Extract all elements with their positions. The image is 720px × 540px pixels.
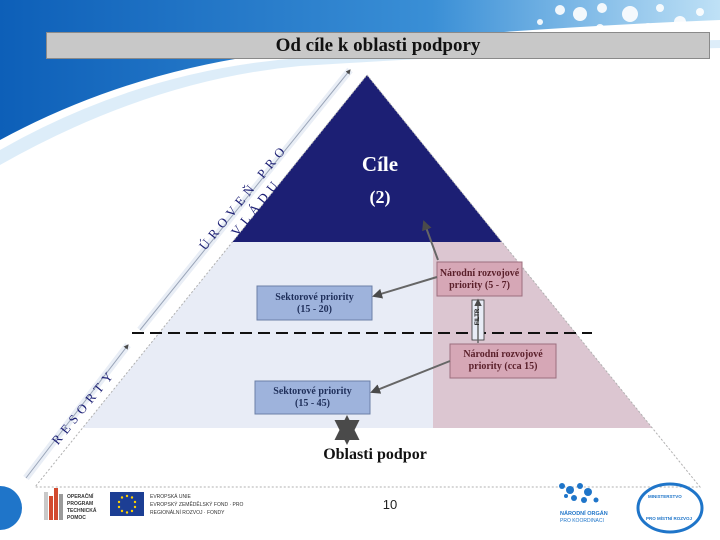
arrow-upper-right-to-goal [422, 220, 439, 261]
goal-label: Cíle [361, 152, 399, 176]
footer-decoration [0, 482, 704, 534]
op-logo-bars [44, 488, 63, 520]
lower-left-box-label-1: Sektorové priority [273, 386, 352, 397]
op-logo-text-4: POMOC [67, 515, 86, 521]
eu-text-2: EVROPSKÝ ZEMĚDĚLSKÝ FOND · PRO [150, 502, 244, 508]
op-logo-text-2: PROGRAM [67, 501, 94, 507]
arrow-upper-right-to-left [372, 276, 438, 299]
upper-left-box-label-1: Sektorové priority [275, 292, 354, 303]
no-logo-dots [559, 483, 599, 503]
title-bar [46, 32, 710, 59]
upper-right-box-label-1: Národní rozvojové [439, 268, 520, 279]
upper-left-box-label-2: (15 - 20) [297, 304, 332, 315]
lower-right-box-label-1: Národní rozvojové [463, 349, 543, 360]
lower-right-box-label-2: priority (cca 15) [468, 361, 538, 372]
ministry-logo-text-1: MINISTERSTVO [648, 494, 682, 499]
filter-label: FILTR [475, 308, 481, 326]
lower-right-box [449, 343, 557, 379]
pyramid-outline [33, 74, 702, 488]
goal-count: (2) [369, 187, 391, 207]
op-logo-text-3: TECHNICKÁ [67, 508, 97, 514]
ministry-logo-ring [636, 482, 704, 534]
support-areas-label: Oblasti podpor [323, 446, 427, 463]
resorts-arrow-edge [25, 344, 129, 479]
eu-stars [117, 494, 137, 514]
slide-title: Od cíle k oblasti podpory [275, 35, 481, 56]
footer-blue-circle [0, 486, 22, 530]
eu-text-3: REGIONÁLNÍ ROZVOJ · FONDY [150, 510, 225, 516]
no-logo-text-2: PRO KOORDINACI [560, 518, 604, 524]
ministry-logo-text-2: PRO MÍSTNÍ ROZVOJ [646, 516, 693, 521]
lower-left-box [254, 380, 371, 415]
arrow-lower-right-to-left [370, 360, 451, 394]
no-logo-text-1: NÁRODNÍ ORGÁN [560, 511, 608, 517]
op-logo-text-1: OPERAČNÍ [67, 494, 94, 500]
upper-right-box [436, 261, 523, 297]
pyramid-bottom-band [35, 428, 700, 487]
upper-left-box [256, 285, 373, 321]
eu-text-1: EVROPSKÁ UNIE [150, 494, 191, 500]
lower-left-box-label-2: (15 - 45) [295, 398, 330, 409]
upper-right-box-label-2: priority (5 - 7) [449, 280, 510, 291]
page-number: 10 [382, 497, 398, 512]
government-level-arrow-edge [139, 69, 351, 331]
